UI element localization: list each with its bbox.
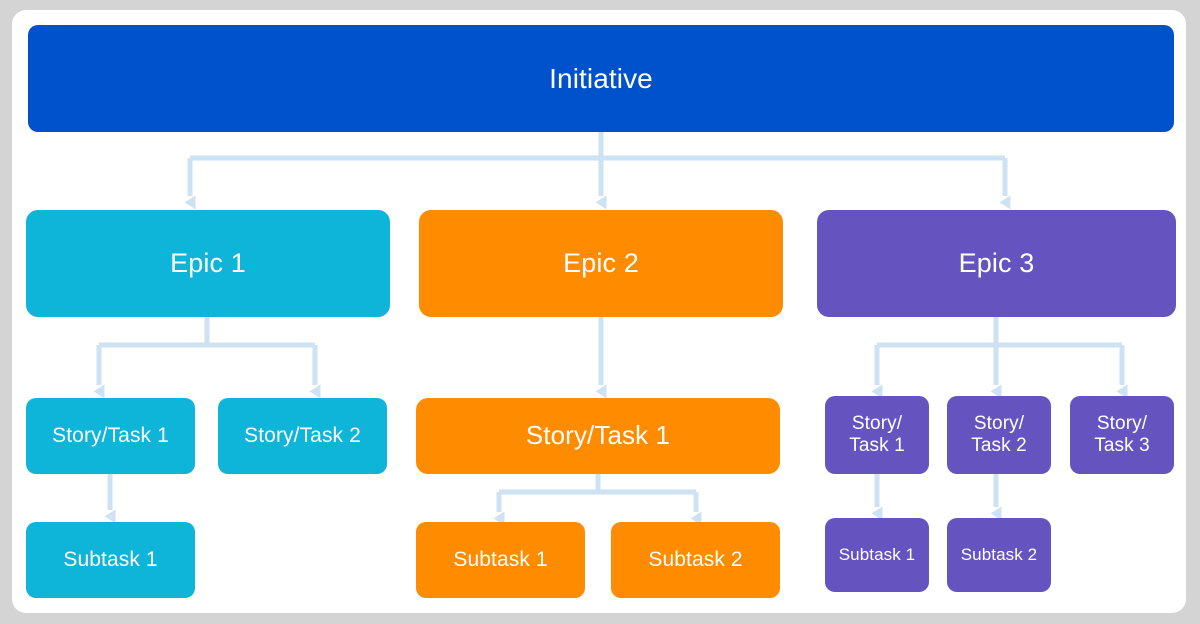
node-epic3-story-1[interactable]: Story/ Task 1 xyxy=(825,396,929,474)
node-epic3-story-2[interactable]: Story/ Task 2 xyxy=(947,396,1051,474)
node-epic-1[interactable]: Epic 1 xyxy=(26,210,390,317)
node-epic1-story-1[interactable]: Story/Task 1 xyxy=(26,398,195,474)
node-epic1-story-2[interactable]: Story/Task 2 xyxy=(218,398,387,474)
node-epic2-story-1[interactable]: Story/Task 1 xyxy=(416,398,780,474)
node-epic3-story-3[interactable]: Story/ Task 3 xyxy=(1070,396,1174,474)
node-epic3-story1-subtask-1[interactable]: Subtask 1 xyxy=(825,518,929,592)
node-epic2-story1-subtask-1[interactable]: Subtask 1 xyxy=(416,522,585,598)
node-epic1-story1-subtask-1[interactable]: Subtask 1 xyxy=(26,522,195,598)
node-epic3-story2-subtask-2[interactable]: Subtask 2 xyxy=(947,518,1051,592)
node-epic-3[interactable]: Epic 3 xyxy=(817,210,1176,317)
node-epic2-story1-subtask-2[interactable]: Subtask 2 xyxy=(611,522,780,598)
node-epic-2[interactable]: Epic 2 xyxy=(419,210,783,317)
node-initiative[interactable]: Initiative xyxy=(28,25,1174,132)
